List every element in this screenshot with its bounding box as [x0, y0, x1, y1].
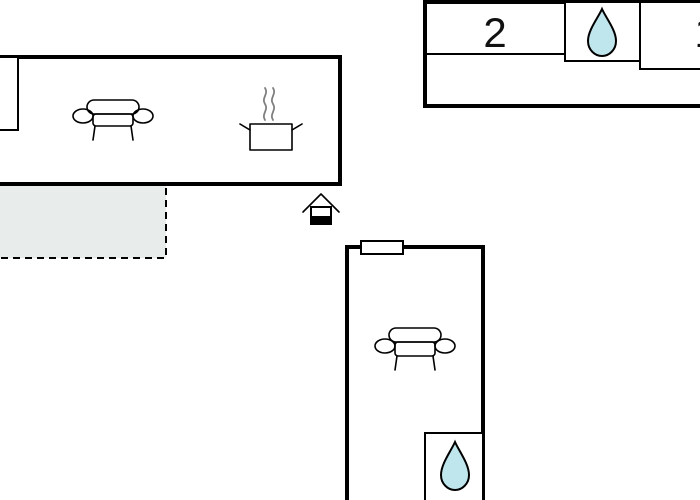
terrace-area: [0, 183, 167, 259]
water-drop-icon: [586, 6, 618, 58]
living-kitchen-room: [0, 55, 342, 186]
window: [360, 240, 404, 255]
cooking-pot-icon: [239, 87, 303, 151]
upper-right-rooms: 2 1: [423, 0, 700, 108]
sofa-icon: [72, 99, 154, 141]
water-drop-icon: [439, 439, 471, 492]
room-number-1: 1: [694, 9, 700, 56]
lower-room: [345, 240, 485, 500]
sofa-icon: [374, 327, 456, 371]
entrance-icon: [302, 193, 340, 225]
cabinet: [0, 56, 19, 131]
room-number-2: 2: [483, 9, 506, 56]
